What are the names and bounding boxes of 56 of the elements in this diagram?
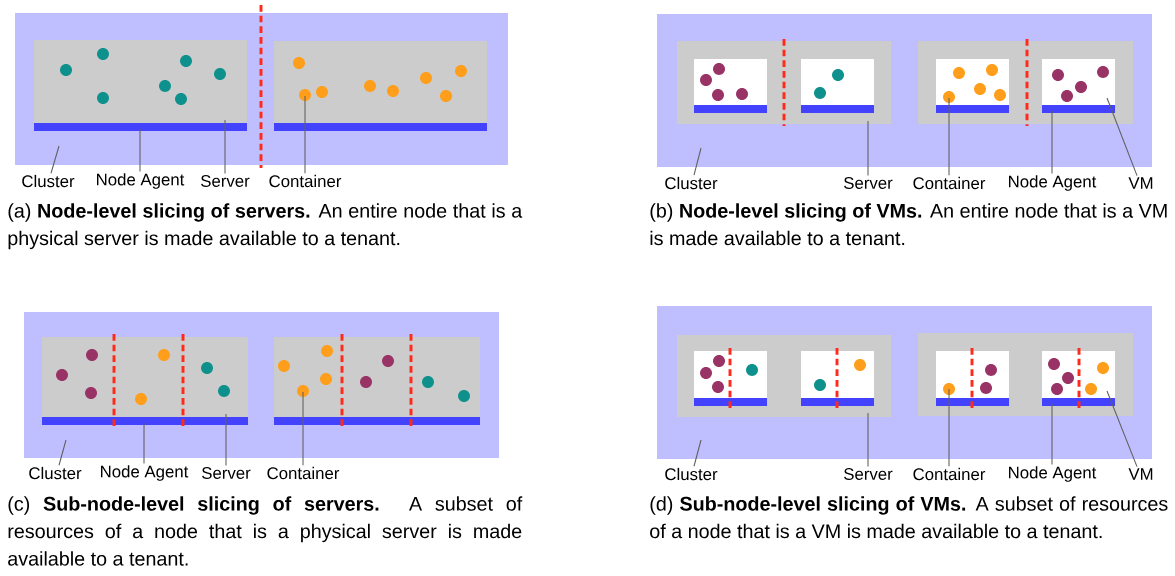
part-label: Container: [913, 176, 986, 190]
node-agent-bar: [42, 417, 248, 425]
node-agent-bar: [801, 398, 874, 406]
part-label: Container: [913, 467, 986, 481]
caption: (a) Node-level slicing of servers. An entire node that is a physical server is made available to a tenant.: [8, 203, 523, 250]
server-box: [274, 337, 480, 417]
node-agent-bar: [694, 398, 767, 406]
leader-line: [304, 95, 306, 174]
leader-line: [139, 128, 141, 173]
part-label: Cluster: [665, 467, 718, 481]
vm-box: [801, 351, 874, 398]
leader-line: [693, 147, 702, 176]
leader-line: [1051, 402, 1053, 466]
part-label: Cluster: [22, 174, 75, 188]
node-agent-bar: [274, 417, 480, 425]
leader-line: [867, 412, 869, 467]
node-agent-bar: [1042, 398, 1115, 406]
node-agent-bar: [274, 123, 487, 131]
server-box: [274, 41, 487, 123]
node-agent-bar: [936, 398, 1009, 406]
leader-line: [948, 388, 950, 467]
part-label: Server: [201, 175, 250, 187]
server-box: [42, 337, 248, 417]
part-label: VM: [1128, 177, 1153, 189]
caption: (b) Node-level slicing of VMs. An entire node that is a VM is made available to a tenant.: [650, 203, 1167, 246]
leader-line: [867, 120, 869, 176]
node-agent-bar: [936, 105, 1009, 113]
leader-line: [693, 439, 702, 467]
leader-line: [224, 119, 226, 174]
part-label: Server: [202, 467, 251, 479]
leader-line: [143, 422, 145, 465]
leader-line: [1051, 110, 1053, 175]
part-label: Container: [267, 466, 340, 480]
part-label: Cluster: [665, 176, 718, 190]
part-label: Cluster: [29, 466, 82, 480]
leader-line: [302, 391, 304, 466]
node-agent-bar: [1042, 105, 1115, 113]
vm-box: [801, 59, 874, 105]
server-box: [34, 40, 247, 123]
node-agent-bar: [801, 105, 874, 113]
leader-line: [948, 97, 950, 176]
part-label: Node Agent: [1009, 175, 1097, 191]
part-label: Server: [844, 177, 893, 189]
leader-line: [58, 439, 67, 466]
part-label: Node Agent: [1009, 466, 1097, 482]
part-label: Server: [844, 468, 893, 480]
leader-line: [50, 145, 60, 174]
caption: (d) Sub-node-level slicing of VMs. A subset of resources of a node that is a VM is made available to a tenant.: [650, 496, 1168, 539]
part-label: Node Agent: [101, 465, 189, 481]
node-agent-bar: [694, 105, 767, 113]
node-agent-bar: [34, 123, 247, 131]
part-label: Node Agent: [97, 173, 185, 189]
part-label: VM: [1128, 468, 1153, 480]
part-label: Container: [269, 174, 342, 188]
leader-line: [225, 413, 227, 466]
caption: (c) Sub-node-level slicing of servers. A subset of resources of a node that is a physical server is made available to a tenant.: [8, 496, 523, 566]
